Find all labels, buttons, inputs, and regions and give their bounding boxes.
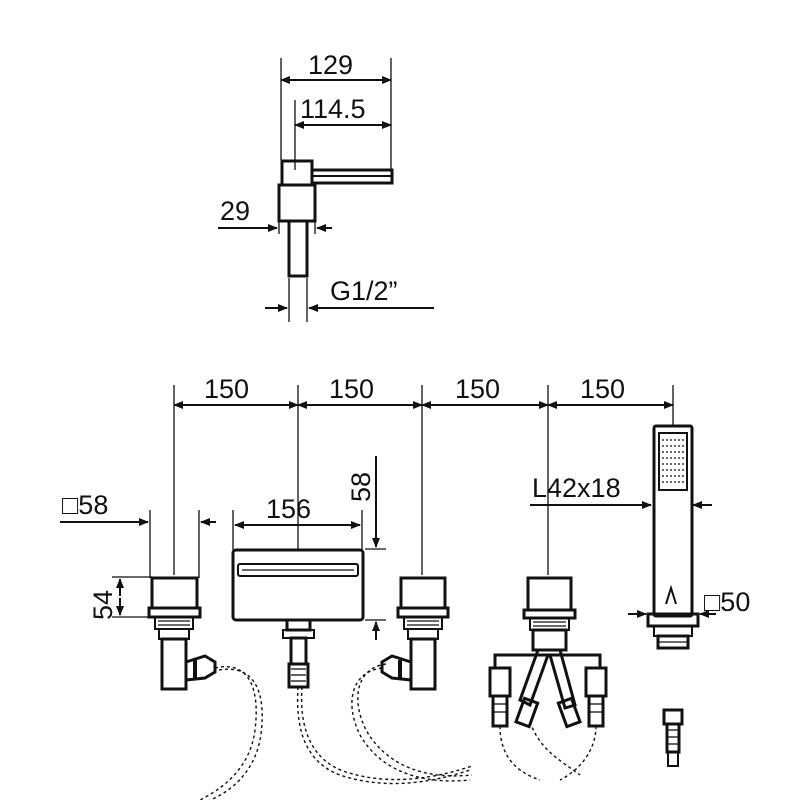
spout-width-label: 156 (266, 494, 311, 524)
spout-height-label: 58 (346, 472, 376, 502)
dim-thread-label: G1/2” (330, 276, 398, 306)
hand-shower: □50 (628, 424, 750, 767)
diverter: L42x18 (488, 473, 712, 729)
dim-height-label: 29 (220, 196, 250, 226)
front-spacing-dims: 150 150 150 150 (173, 374, 674, 575)
side-handle (277, 159, 394, 278)
spout: 156 58 (231, 456, 386, 689)
valve-height-label: 54 (88, 590, 118, 620)
flexible-hoses (199, 663, 597, 800)
shower-handle-label: L42x18 (532, 473, 621, 503)
left-valve: □58 54 (60, 490, 217, 691)
valve-size-label: □58 (62, 490, 108, 520)
dim-inner-label: 114.5 (300, 94, 366, 124)
shower-holder-label: □50 (704, 587, 750, 617)
side-view: 129 114.5 29 G1/2” (218, 50, 434, 322)
shower-face-nozzles (662, 439, 684, 483)
spacing-3-label: 150 (455, 374, 500, 404)
spacing-1-label: 150 (204, 374, 249, 404)
spacing-4-label: 150 (580, 374, 625, 404)
dim-overall-label: 129 (308, 50, 353, 80)
middle-valve (380, 576, 450, 691)
spacing-2-label: 150 (329, 374, 374, 404)
